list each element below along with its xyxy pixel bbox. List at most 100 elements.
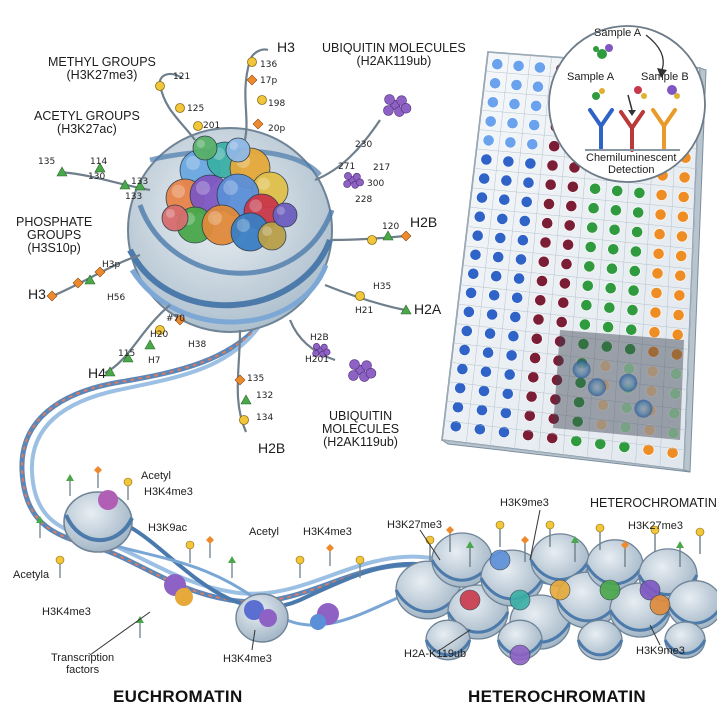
- plate-well: [653, 248, 664, 259]
- transcription-factors-label: Transcriptionfactors: [51, 653, 114, 676]
- acetyl-label-2: Acetyl: [249, 527, 279, 539]
- plate-well: [535, 295, 546, 306]
- plate-well: [673, 310, 684, 321]
- methyl-groups-label: METHYL GROUPS(H3K27me3): [48, 56, 156, 82]
- plate-well: [588, 203, 599, 214]
- plate-well: [566, 201, 577, 212]
- plate-well: [564, 220, 575, 231]
- plate-well: [530, 353, 541, 364]
- methyl-ball-icon: [56, 556, 64, 564]
- plate-well: [501, 175, 512, 186]
- plate-well: [523, 177, 534, 188]
- methyl-ball-icon: [356, 556, 364, 564]
- methyl-ball-icon: [496, 521, 504, 529]
- residue-198: 198: [268, 99, 285, 109]
- histone-subunit: [226, 138, 250, 162]
- residue-H20: H20: [150, 330, 168, 340]
- h3k4me3-label-3: H3K4me3: [42, 607, 91, 619]
- methyl-ball-icon: [248, 58, 257, 67]
- acetyla-label: Acetyla: [13, 570, 49, 582]
- residue-132: 132: [256, 391, 273, 401]
- plate-well: [521, 196, 532, 207]
- plate-well: [627, 305, 638, 316]
- hetero-protein: [550, 580, 570, 600]
- plate-well: [502, 388, 513, 399]
- plate-well: [463, 306, 474, 317]
- plate-well: [533, 314, 544, 325]
- phosphate-diamond-icon: [94, 466, 102, 474]
- plate-well: [531, 333, 542, 344]
- residue-125: 125: [187, 104, 204, 114]
- plate-well: [474, 211, 485, 222]
- plate-well: [547, 160, 558, 171]
- phosphate-diamond-icon: [401, 231, 411, 241]
- phosphate-diamond-icon: [521, 536, 529, 544]
- plate-well: [528, 372, 539, 383]
- residue-136: 136: [260, 60, 277, 70]
- nucleosome-core: [128, 128, 332, 332]
- plate-well: [455, 383, 466, 394]
- methyl-ball-icon: [546, 521, 554, 529]
- plate-well: [676, 250, 687, 261]
- tail-h2b-bottom: H2B: [258, 441, 285, 456]
- plate-well: [497, 213, 508, 224]
- phosphate-diamond-icon: [247, 75, 257, 85]
- detection-label: ChemiluminescentDetection: [586, 153, 676, 176]
- plate-well: [513, 60, 524, 71]
- plate-well: [457, 364, 468, 375]
- plate-well: [542, 218, 553, 229]
- methyl-ball-icon: [194, 122, 203, 131]
- plate-well: [483, 135, 494, 146]
- plate-well: [526, 391, 537, 402]
- tail-h4: H4: [88, 366, 106, 381]
- plate-well: [512, 292, 523, 303]
- plate-well: [584, 261, 595, 272]
- h3k9me3-label-2: H3K9me3: [636, 646, 685, 658]
- residue-133a: 133: [131, 177, 148, 187]
- sample-a-top-label: Sample A: [594, 28, 641, 40]
- plate-well: [558, 297, 569, 308]
- plate-well: [559, 278, 570, 289]
- plate-well: [626, 324, 637, 335]
- plate-well: [534, 62, 545, 73]
- plate-well: [495, 232, 506, 243]
- plate-well: [649, 327, 660, 338]
- plate-well: [503, 156, 514, 167]
- residue-H2B: H2B: [310, 333, 329, 343]
- histone-subunit: [162, 205, 188, 231]
- plate-well: [511, 79, 522, 90]
- methyl-ball-icon: [124, 478, 132, 486]
- methyl-ball-icon: [176, 104, 185, 113]
- plate-well: [459, 344, 470, 355]
- phosphate-diamond-icon: [235, 375, 245, 385]
- ubiquitin-icon: [356, 179, 363, 186]
- acetyl-triangle-icon: [676, 541, 684, 548]
- heterochromatin-small-label: HETEROCHROMATIN: [590, 497, 717, 510]
- h3k9ac-label: H3K9ac: [148, 523, 187, 535]
- plate-well: [489, 290, 500, 301]
- plate-well: [519, 215, 530, 226]
- acetyl-label-1: Acetyl: [141, 471, 171, 483]
- hetero-protein: [460, 590, 480, 610]
- plate-well: [476, 192, 487, 203]
- plate-well: [629, 266, 640, 277]
- plate-well: [487, 309, 498, 320]
- plate-well: [610, 205, 621, 216]
- methyl-ball-icon: [296, 556, 304, 564]
- plate-well: [509, 99, 520, 110]
- plate-well: [508, 331, 519, 342]
- plate-well: [532, 81, 543, 92]
- plate-well: [468, 268, 479, 279]
- ubiquitin-icon: [383, 106, 393, 116]
- plate-well: [472, 230, 483, 241]
- plate-well: [630, 246, 641, 257]
- plate-well: [527, 139, 538, 150]
- acetyl-triangle-icon: [145, 340, 155, 349]
- tail-h3-left: H3: [28, 287, 46, 302]
- plate-well: [485, 328, 496, 339]
- residue-H201: H201: [305, 355, 329, 365]
- plate-well: [587, 222, 598, 233]
- plate-well: [655, 209, 666, 220]
- histone-subunit: [273, 203, 297, 227]
